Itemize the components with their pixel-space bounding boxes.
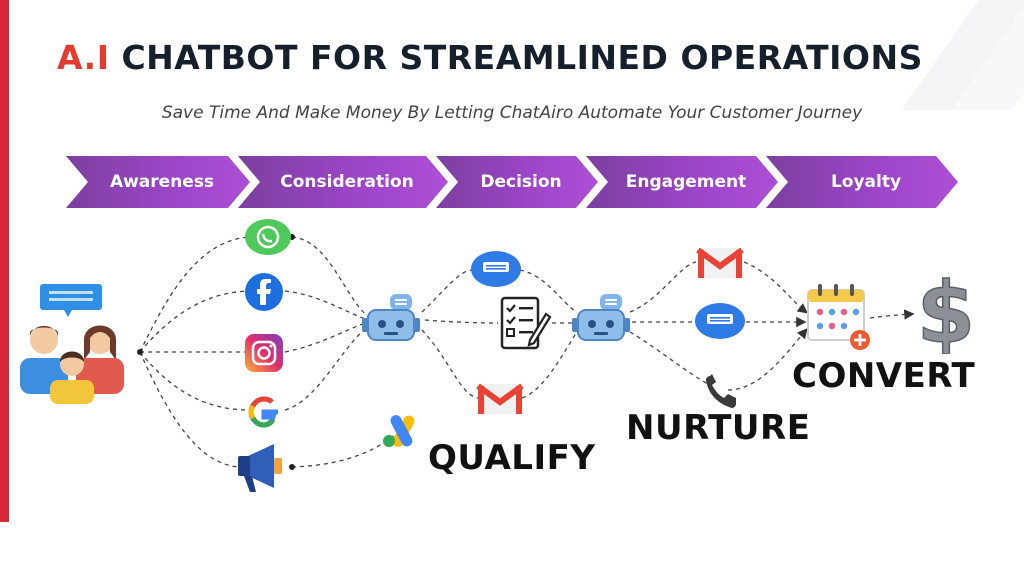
flow-connectors	[137, 234, 915, 470]
google-icon	[248, 396, 278, 428]
page-subtitle: Save Time And Make Money By Letting Chat…	[161, 103, 863, 123]
stage-label: Loyalty	[830, 172, 902, 192]
slide: A.I CHATBOT FOR STREAMLINED OPERATIONS S…	[0, 0, 1024, 522]
dollar-icon: $	[920, 264, 972, 354]
nurture-label: NURTURE	[626, 408, 811, 448]
svg-text:$: $	[920, 264, 972, 354]
gmail-icon	[696, 247, 744, 278]
title-text: CHATBOT FOR STREAMLINED OPERATIONS	[109, 38, 923, 77]
people-group-icon	[20, 284, 124, 404]
checklist-icon	[500, 296, 552, 350]
message-bubble-icon	[695, 303, 745, 339]
stage-label: Consideration	[280, 172, 414, 192]
left-accent-bar	[0, 0, 9, 522]
bottom-margin	[0, 522, 1024, 576]
stage-label: Awareness	[109, 172, 215, 192]
title-accent: A.I	[57, 38, 110, 77]
stage-consideration: Consideration	[238, 156, 448, 208]
message-bubble-icon	[471, 251, 521, 287]
google-ads-icon	[383, 415, 415, 447]
calendar-icon	[807, 284, 870, 350]
chatbot-icon	[362, 294, 420, 341]
stage-decision: Decision	[436, 156, 598, 208]
instagram-icon	[245, 334, 283, 372]
stage-awareness: Awareness	[66, 156, 250, 208]
phone-icon	[706, 374, 736, 408]
chatbot-icon	[572, 294, 630, 341]
megaphone-icon	[238, 444, 282, 492]
stage-loyalty: Loyalty	[766, 156, 958, 208]
qualify-label: QUALIFY	[428, 438, 596, 478]
stage-label: Decision	[480, 172, 562, 192]
convert-label: CONVERT	[792, 356, 976, 396]
page-title: A.I CHATBOT FOR STREAMLINED OPERATIONS	[57, 38, 923, 77]
gmail-icon	[476, 383, 524, 414]
facebook-icon	[245, 273, 283, 311]
stage-engagement: Engagement	[586, 156, 778, 208]
whatsapp-icon	[245, 219, 291, 255]
stage-label: Engagement	[625, 172, 747, 192]
